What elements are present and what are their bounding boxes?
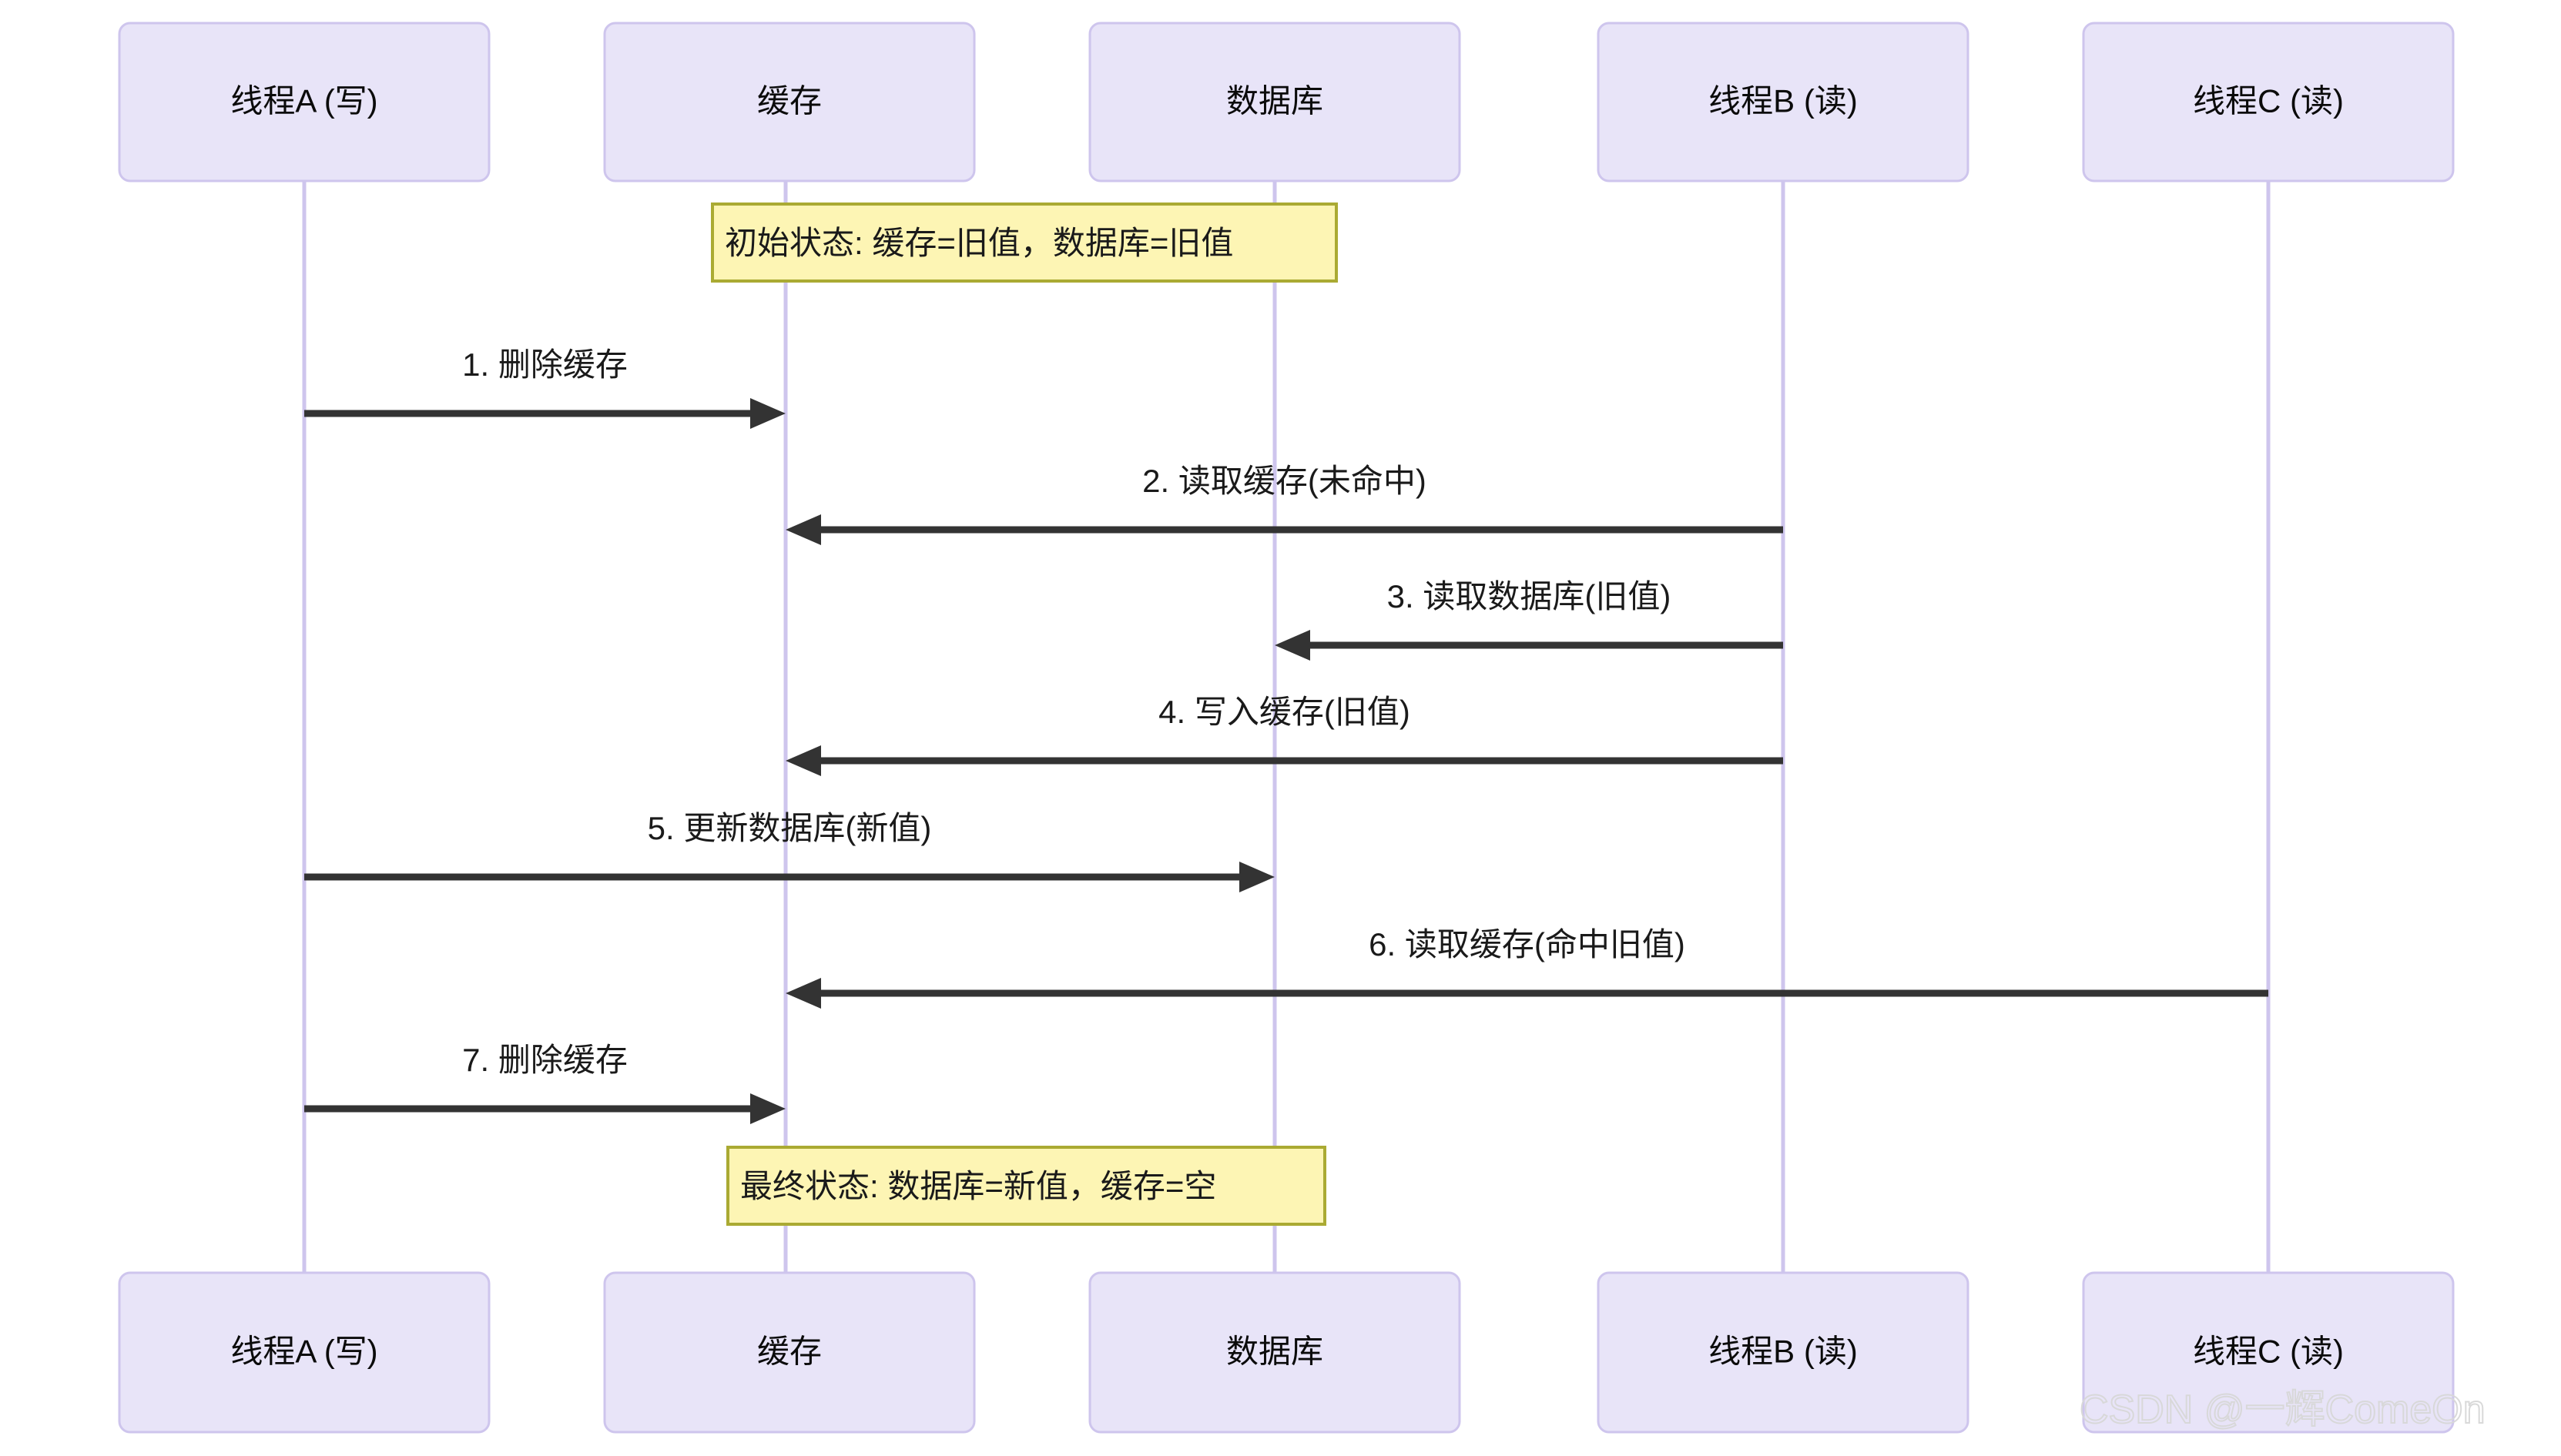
message-arrowhead xyxy=(786,978,821,1009)
participant-box xyxy=(118,1271,491,1434)
participant-label: 缓存 xyxy=(757,1334,822,1370)
message-label: 3. 读取数据库(旧值) xyxy=(1387,578,1671,614)
messages-layer: 1. 删除缓存 2. 读取缓存(未命中) 3. 读取数据库(旧值) 4. 写入缓存(旧… xyxy=(304,346,2268,1124)
message-1: 1. 删除缓存 xyxy=(304,346,786,429)
participant-box xyxy=(2082,1271,2455,1434)
participant-db-bottom[interactable]: 数据库 xyxy=(1088,1271,1461,1434)
message-label: 2. 读取缓存(未命中) xyxy=(1142,463,1426,499)
participant-B-top[interactable]: 线程B (读) xyxy=(1597,22,1969,182)
message-2: 2. 读取缓存(未命中) xyxy=(786,463,1783,545)
participant-B-bottom[interactable]: 线程B (读) xyxy=(1597,1271,1969,1434)
participant-box xyxy=(1088,22,1461,182)
participant-box xyxy=(1597,22,1969,182)
note-final: 最终状态: 数据库=新值，缓存=空 xyxy=(726,1146,1326,1226)
note-box xyxy=(726,1146,1326,1226)
participant-C-top[interactable]: 线程C (读) xyxy=(2082,22,2455,182)
participant-label: 线程C (读) xyxy=(2193,1334,2344,1370)
note-box xyxy=(711,203,1338,283)
message-4: 4. 写入缓存(旧值) xyxy=(786,694,1783,776)
message-label: 6. 读取缓存(命中旧值) xyxy=(1369,926,1685,962)
participant-label: 线程B (读) xyxy=(1708,1334,1858,1370)
message-arrowhead xyxy=(1239,862,1275,892)
participant-label: 线程B (读) xyxy=(1708,83,1858,119)
participant-box xyxy=(603,1271,976,1434)
message-arrowhead xyxy=(750,1093,786,1124)
watermark-layer: CSDN @一辉ComeOn xyxy=(2079,1387,2486,1433)
message-arrowhead xyxy=(786,745,821,776)
message-label: 5. 更新数据库(新值) xyxy=(648,810,932,846)
participant-box xyxy=(1597,1271,1969,1434)
participants-bottom-layer: 线程A (写) 缓存 数据库 线程B (读) 线程C (读) xyxy=(118,1271,2455,1434)
participant-A-top[interactable]: 线程A (写) xyxy=(118,22,491,182)
participant-label: 线程A (写) xyxy=(230,1334,377,1370)
participant-box xyxy=(603,22,976,182)
participant-label: 数据库 xyxy=(1226,1334,1323,1370)
participant-box xyxy=(2082,22,2455,182)
csdn-watermark: CSDN @一辉ComeOn xyxy=(2080,1387,2486,1432)
message-6: 6. 读取缓存(命中旧值) xyxy=(786,926,2268,1009)
participant-A-bottom[interactable]: 线程A (写) xyxy=(118,1271,491,1434)
note-initial: 初始状态: 缓存=旧值，数据库=旧值 xyxy=(711,203,1338,283)
message-arrowhead xyxy=(786,514,821,545)
message-label: 1. 删除缓存 xyxy=(462,346,628,383)
note-text: 初始状态: 缓存=旧值，数据库=旧值 xyxy=(725,225,1233,261)
participant-label: 缓存 xyxy=(757,83,822,119)
participant-label: 线程A (写) xyxy=(230,83,377,119)
participant-box xyxy=(118,22,491,182)
message-label: 4. 写入缓存(旧值) xyxy=(1158,694,1410,730)
participant-cache-bottom[interactable]: 缓存 xyxy=(603,1271,976,1434)
message-5: 5. 更新数据库(新值) xyxy=(304,810,1275,892)
participant-label: 线程C (读) xyxy=(2193,83,2344,119)
message-7: 7. 删除缓存 xyxy=(304,1042,786,1124)
participant-C-bottom[interactable]: 线程C (读) xyxy=(2082,1271,2455,1434)
participant-label: 数据库 xyxy=(1226,83,1323,119)
participant-db-top[interactable]: 数据库 xyxy=(1088,22,1461,182)
message-arrowhead xyxy=(1275,630,1310,661)
participants-top-layer: 线程A (写) 缓存 数据库 线程B (读) 线程C (读) xyxy=(118,22,2455,182)
participant-cache-top[interactable]: 缓存 xyxy=(603,22,976,182)
message-label: 7. 删除缓存 xyxy=(462,1042,628,1078)
participant-box xyxy=(1088,1271,1461,1434)
message-arrowhead xyxy=(750,398,786,429)
message-3: 3. 读取数据库(旧值) xyxy=(1275,578,1783,661)
note-text: 最终状态: 数据库=新值，缓存=空 xyxy=(740,1168,1216,1204)
lifelines-layer xyxy=(302,181,2271,1273)
